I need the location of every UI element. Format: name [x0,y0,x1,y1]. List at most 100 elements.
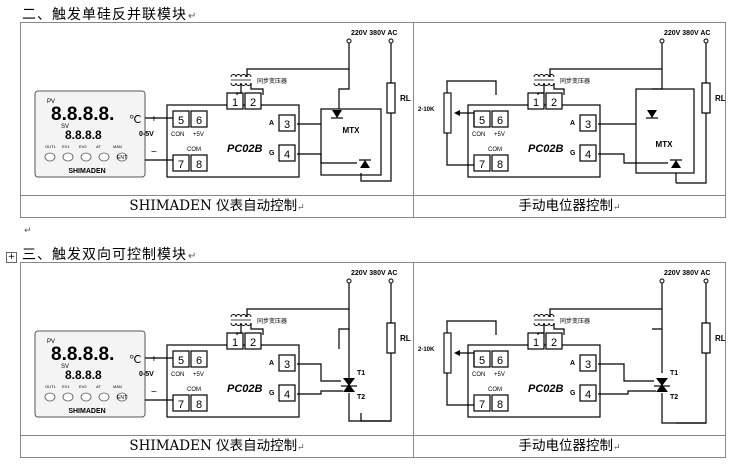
plus-label: + [151,354,157,365]
wire [549,43,663,77]
key-button-2 [62,152,74,162]
pin-1-box [527,92,545,110]
coil [245,322,252,326]
wire [537,323,545,335]
load-label: RL [400,94,411,103]
coil [548,314,555,318]
coil [230,322,237,326]
con-label: CON [171,132,184,138]
v5-label: +5V [494,372,505,378]
com-label: COM [488,387,502,393]
pot-label: 2-10K [418,347,435,353]
sv-label: SV [61,364,69,370]
mtx-frame [320,108,382,176]
terminal [346,278,352,284]
pin-1-box-text: 1 [533,97,539,109]
pin-1-box [226,92,244,110]
load-resistor [701,82,711,114]
scr-top [332,110,342,118]
ent-key-label: ENT [117,155,127,161]
transformer-label: 同步变压器 [560,317,590,325]
pin-3-box [579,354,597,372]
pin-7-box-text: 7 [178,159,184,171]
mtx-label: MTX [343,126,361,135]
wire [297,363,341,382]
pin-8-box [491,394,509,412]
triac-tri-down [656,378,668,386]
terminal [703,38,709,44]
pin-2-box [244,332,262,350]
pin-6-box [190,110,208,128]
transformer-label: 同步变压器 [560,77,590,85]
pin-7-box [172,394,190,412]
wire [553,323,565,335]
module-name: PC02B [227,143,263,155]
a-label: A [570,360,575,367]
indicator-4: AT [96,384,101,389]
coil [533,74,540,78]
coil [538,322,545,326]
pin-3-box [579,114,597,132]
range-label: 0-5V [139,131,154,138]
caption-auto-2: SHIMADEN 仪表自动控制↵ [129,438,305,454]
table-move-handle-icon[interactable]: + [6,252,17,263]
pin-4-box [278,384,296,402]
a-label: A [269,360,274,367]
indicator-2: EV1 [62,384,70,389]
coil [230,82,237,86]
coil [548,82,555,86]
pin-1-box [527,332,545,350]
pin-6-box [491,110,509,128]
pin-8-box-text: 8 [196,399,202,411]
coil [533,82,540,86]
coil [543,322,550,326]
wire [446,133,474,166]
pin-2-box-text: 2 [551,97,557,109]
module-name: PC02B [528,143,564,155]
pin-1-box-text: 1 [232,97,238,109]
pin-7-box-text: 7 [178,399,184,411]
pin-6-box-text: 6 [497,115,503,127]
key-button-1 [44,152,56,162]
pin-8-box [491,154,509,172]
pin-1-box-text: 1 [232,337,238,349]
con-label: CON [472,132,485,138]
coil [538,314,545,318]
pin-5-box-text: 5 [178,115,184,127]
wire [676,353,707,424]
wire [246,43,350,77]
wire [676,113,707,184]
key-button-5 [116,392,128,402]
coil [230,314,237,318]
pin-2-box [244,92,262,110]
potentiometer [443,92,452,134]
wire [338,309,350,349]
wire [246,283,350,317]
load-resistor [386,322,396,354]
supply-label: 220V 380V AC [351,270,397,277]
unit-label: ℃ [129,114,141,126]
pin-5-box-text: 5 [479,355,485,367]
wire [250,83,264,95]
pin-6-box [190,350,208,368]
key-button-3 [80,392,92,402]
wire [236,323,242,335]
coil [548,74,555,78]
wire [446,80,497,95]
wire [360,353,392,422]
supply-label: 220V 380V AC [351,30,397,37]
con-label: CON [171,372,184,378]
coil [548,322,555,326]
pin-6-box-text: 6 [196,355,202,367]
scr-bottom [360,160,370,168]
terminal [388,278,394,284]
g-label: G [570,150,576,157]
g-label: G [269,150,275,157]
com-label: COM [187,147,201,153]
pin-6-box-text: 6 [196,115,202,127]
pin-8-box [190,394,208,412]
